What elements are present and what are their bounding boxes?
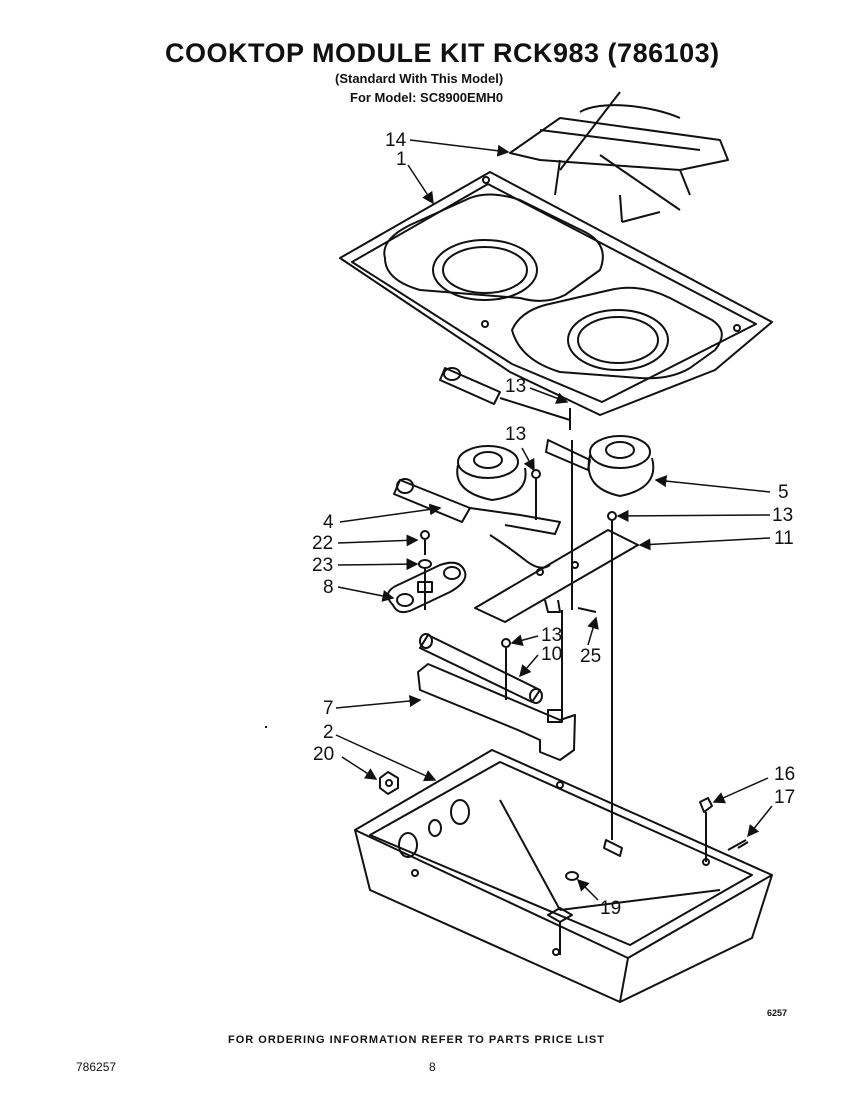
leader-lines [335, 139, 773, 901]
callout-4: 4 [323, 512, 334, 533]
callout-7: 7 [323, 698, 334, 719]
callout-22: 22 [312, 533, 333, 554]
cooktop-panel-part [339, 171, 773, 416]
figure-code: 6257 [767, 1008, 788, 1018]
callout-1: 1 [396, 149, 407, 170]
burner-tube-part [393, 478, 561, 535]
callout-2: 2 [323, 722, 334, 743]
upper-burner-tube-part [439, 367, 571, 430]
callout-16: 16 [774, 764, 795, 785]
model-label: For Model: SC8900EMH0 [350, 90, 504, 105]
mounting-plate-part [386, 530, 467, 614]
lower-manifold-part [417, 610, 576, 761]
document-number: 786257 [76, 1060, 117, 1074]
callout-25: 25 [580, 646, 601, 667]
standard-note: (Standard With This Model) [335, 71, 504, 86]
callout-19: 19 [600, 898, 621, 919]
callout-10: 10 [541, 644, 562, 665]
page-title: COOKTOP MODULE KIT RCK983 (786103) [165, 38, 720, 68]
callout-14: 14 [385, 130, 407, 151]
base-tray-part [354, 749, 773, 1003]
callout-23: 23 [312, 555, 333, 576]
callout-11: 11 [774, 528, 794, 549]
callout-20: 20 [313, 744, 334, 765]
callout-13-burner: 13 [505, 424, 526, 445]
grate-part [509, 91, 729, 223]
ordering-note: FOR ORDERING INFORMATION REFER TO PARTS … [228, 1034, 605, 1046]
callout-13-lower: 13 [541, 625, 562, 646]
page-number: 8 [429, 1060, 436, 1074]
burner-bracket-part [474, 440, 639, 840]
callout-5: 5 [778, 482, 789, 503]
callout-8: 8 [323, 577, 334, 598]
callout-13-top: 13 [505, 376, 526, 397]
callout-13-right: 13 [772, 505, 793, 526]
burner-heads-part [456, 435, 655, 520]
callout-17: 17 [774, 787, 795, 808]
callout-labels: 14 1 13 13 5 4 13 11 22 23 8 13 10 25 7 … [312, 130, 795, 919]
small-hardware-part [379, 771, 749, 881]
